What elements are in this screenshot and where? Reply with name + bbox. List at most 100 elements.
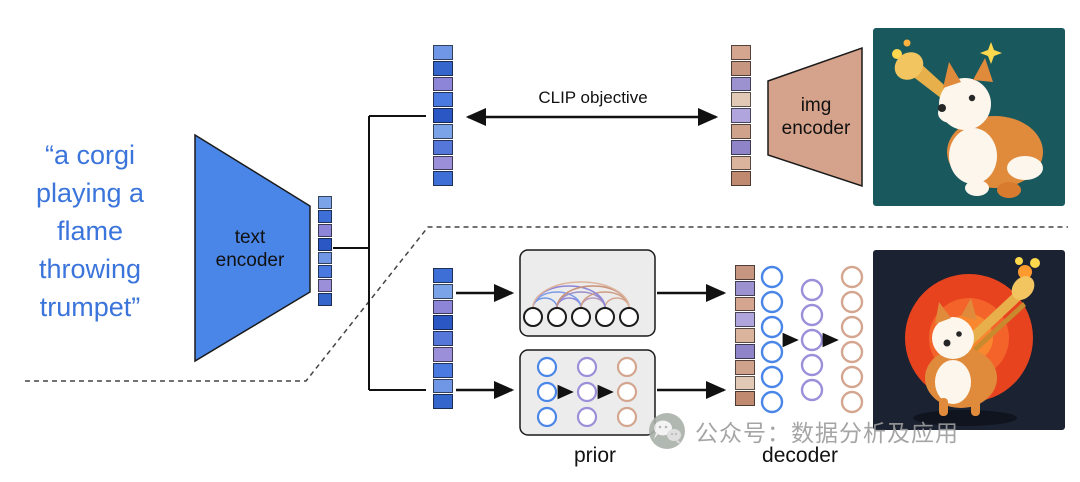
embedding-cell <box>433 139 453 155</box>
embedding-cell <box>731 171 751 187</box>
decoder-label: decoder <box>762 444 838 467</box>
embedding-cell <box>433 299 453 315</box>
prompt-line: throwing <box>38 254 142 284</box>
prompt-text: “a corgi playing a flame throwing trumpe… <box>8 136 172 326</box>
node-circle <box>547 307 567 327</box>
node-circle <box>800 353 824 377</box>
prior-label: prior <box>573 444 616 467</box>
ar-prior-attention-arcs <box>532 281 630 309</box>
embedding-cell <box>731 155 751 171</box>
node-circle <box>800 303 824 327</box>
embedding-cell <box>735 280 755 296</box>
embedding-cell <box>731 139 751 155</box>
node-circle <box>523 307 543 327</box>
embedding-cell <box>433 92 453 108</box>
embedding-cell <box>318 209 332 223</box>
node-circle <box>840 340 864 364</box>
embedding-cell <box>318 196 332 209</box>
corgi-trombone-illustration <box>873 250 1065 430</box>
corgi-image-top <box>873 28 1065 206</box>
embedding-cell <box>433 362 453 378</box>
embedding-cell <box>731 108 751 123</box>
embedding-cell <box>433 315 453 331</box>
embedding-cell <box>433 331 453 346</box>
embedding-cell <box>433 283 453 299</box>
ar-prior-token-circles <box>523 307 639 327</box>
embedding-cell <box>433 155 453 171</box>
node-circle <box>840 365 864 389</box>
embedding-cell <box>433 60 453 76</box>
node-circle <box>576 406 598 428</box>
node-circle <box>840 265 864 289</box>
prompt-line: flame <box>56 216 124 246</box>
node-circle <box>616 381 638 403</box>
text-encoder-label: text encoder <box>215 227 285 271</box>
node-circle <box>840 315 864 339</box>
prompt-line: trumpet” <box>39 292 141 322</box>
watermark-text: 公众号：数据分析及应用 <box>695 420 959 446</box>
prompt-line: playing a <box>35 178 145 208</box>
dashed-divider-line <box>25 226 1068 382</box>
embedding-cell <box>433 171 453 187</box>
node-circle <box>595 307 615 327</box>
embedding-cell <box>318 251 332 265</box>
node-circle <box>800 328 824 352</box>
text-embedding-small <box>318 196 332 307</box>
node-circle <box>760 265 784 289</box>
embedding-cell <box>731 60 751 76</box>
embedding-cell <box>318 223 332 237</box>
diffusion-prior-circles <box>536 356 638 428</box>
embedding-cell <box>318 293 332 307</box>
node-circle <box>576 356 598 378</box>
embedding-cell <box>433 45 453 60</box>
embedding-cell <box>433 268 453 283</box>
node-circle <box>571 307 591 327</box>
embedding-cell <box>735 265 755 280</box>
node-circle <box>760 390 784 414</box>
embedding-cell <box>433 346 453 362</box>
embedding-cell <box>735 343 755 359</box>
embedding-cell <box>735 391 755 407</box>
embedding-cell <box>433 394 453 410</box>
node-circle <box>616 356 638 378</box>
embedding-cell <box>433 378 453 394</box>
corgi-image-bottom <box>873 250 1065 430</box>
node-circle <box>619 307 639 327</box>
img-encoder-label: img encoder <box>781 95 851 139</box>
node-circle <box>760 315 784 339</box>
embedding-cell <box>318 237 332 251</box>
embedding-cell <box>735 359 755 375</box>
node-circle <box>760 340 784 364</box>
clip-image-embedding <box>731 45 751 187</box>
node-circle <box>800 378 824 402</box>
clip-text-embedding <box>433 45 453 187</box>
embedding-cell <box>735 312 755 328</box>
embedding-cell <box>735 375 755 391</box>
embedding-cell <box>735 296 755 312</box>
node-circle <box>536 356 558 378</box>
corgi-trumpet-illustration <box>873 28 1065 206</box>
fork-bracket <box>333 115 426 391</box>
clip-objective-label: CLIP objective <box>538 88 648 107</box>
generation-image-embedding <box>735 265 755 407</box>
node-circle <box>616 406 638 428</box>
embedding-cell <box>433 123 453 139</box>
wechat-watermark: 公众号：数据分析及应用 <box>648 412 959 450</box>
embedding-cell <box>433 76 453 92</box>
embedding-cell <box>731 123 751 139</box>
node-circle <box>576 381 598 403</box>
embedding-cell <box>735 328 755 343</box>
node-circle <box>840 290 864 314</box>
node-circle <box>536 406 558 428</box>
generation-text-embedding <box>433 268 453 410</box>
node-circle <box>800 278 824 302</box>
text-encoder-shape <box>194 133 311 363</box>
embedding-cell <box>731 76 751 92</box>
node-circle <box>760 365 784 389</box>
embedding-cell <box>731 92 751 108</box>
embedding-cell <box>433 108 453 123</box>
wechat-icon <box>649 413 685 449</box>
embedding-cell <box>731 45 751 60</box>
